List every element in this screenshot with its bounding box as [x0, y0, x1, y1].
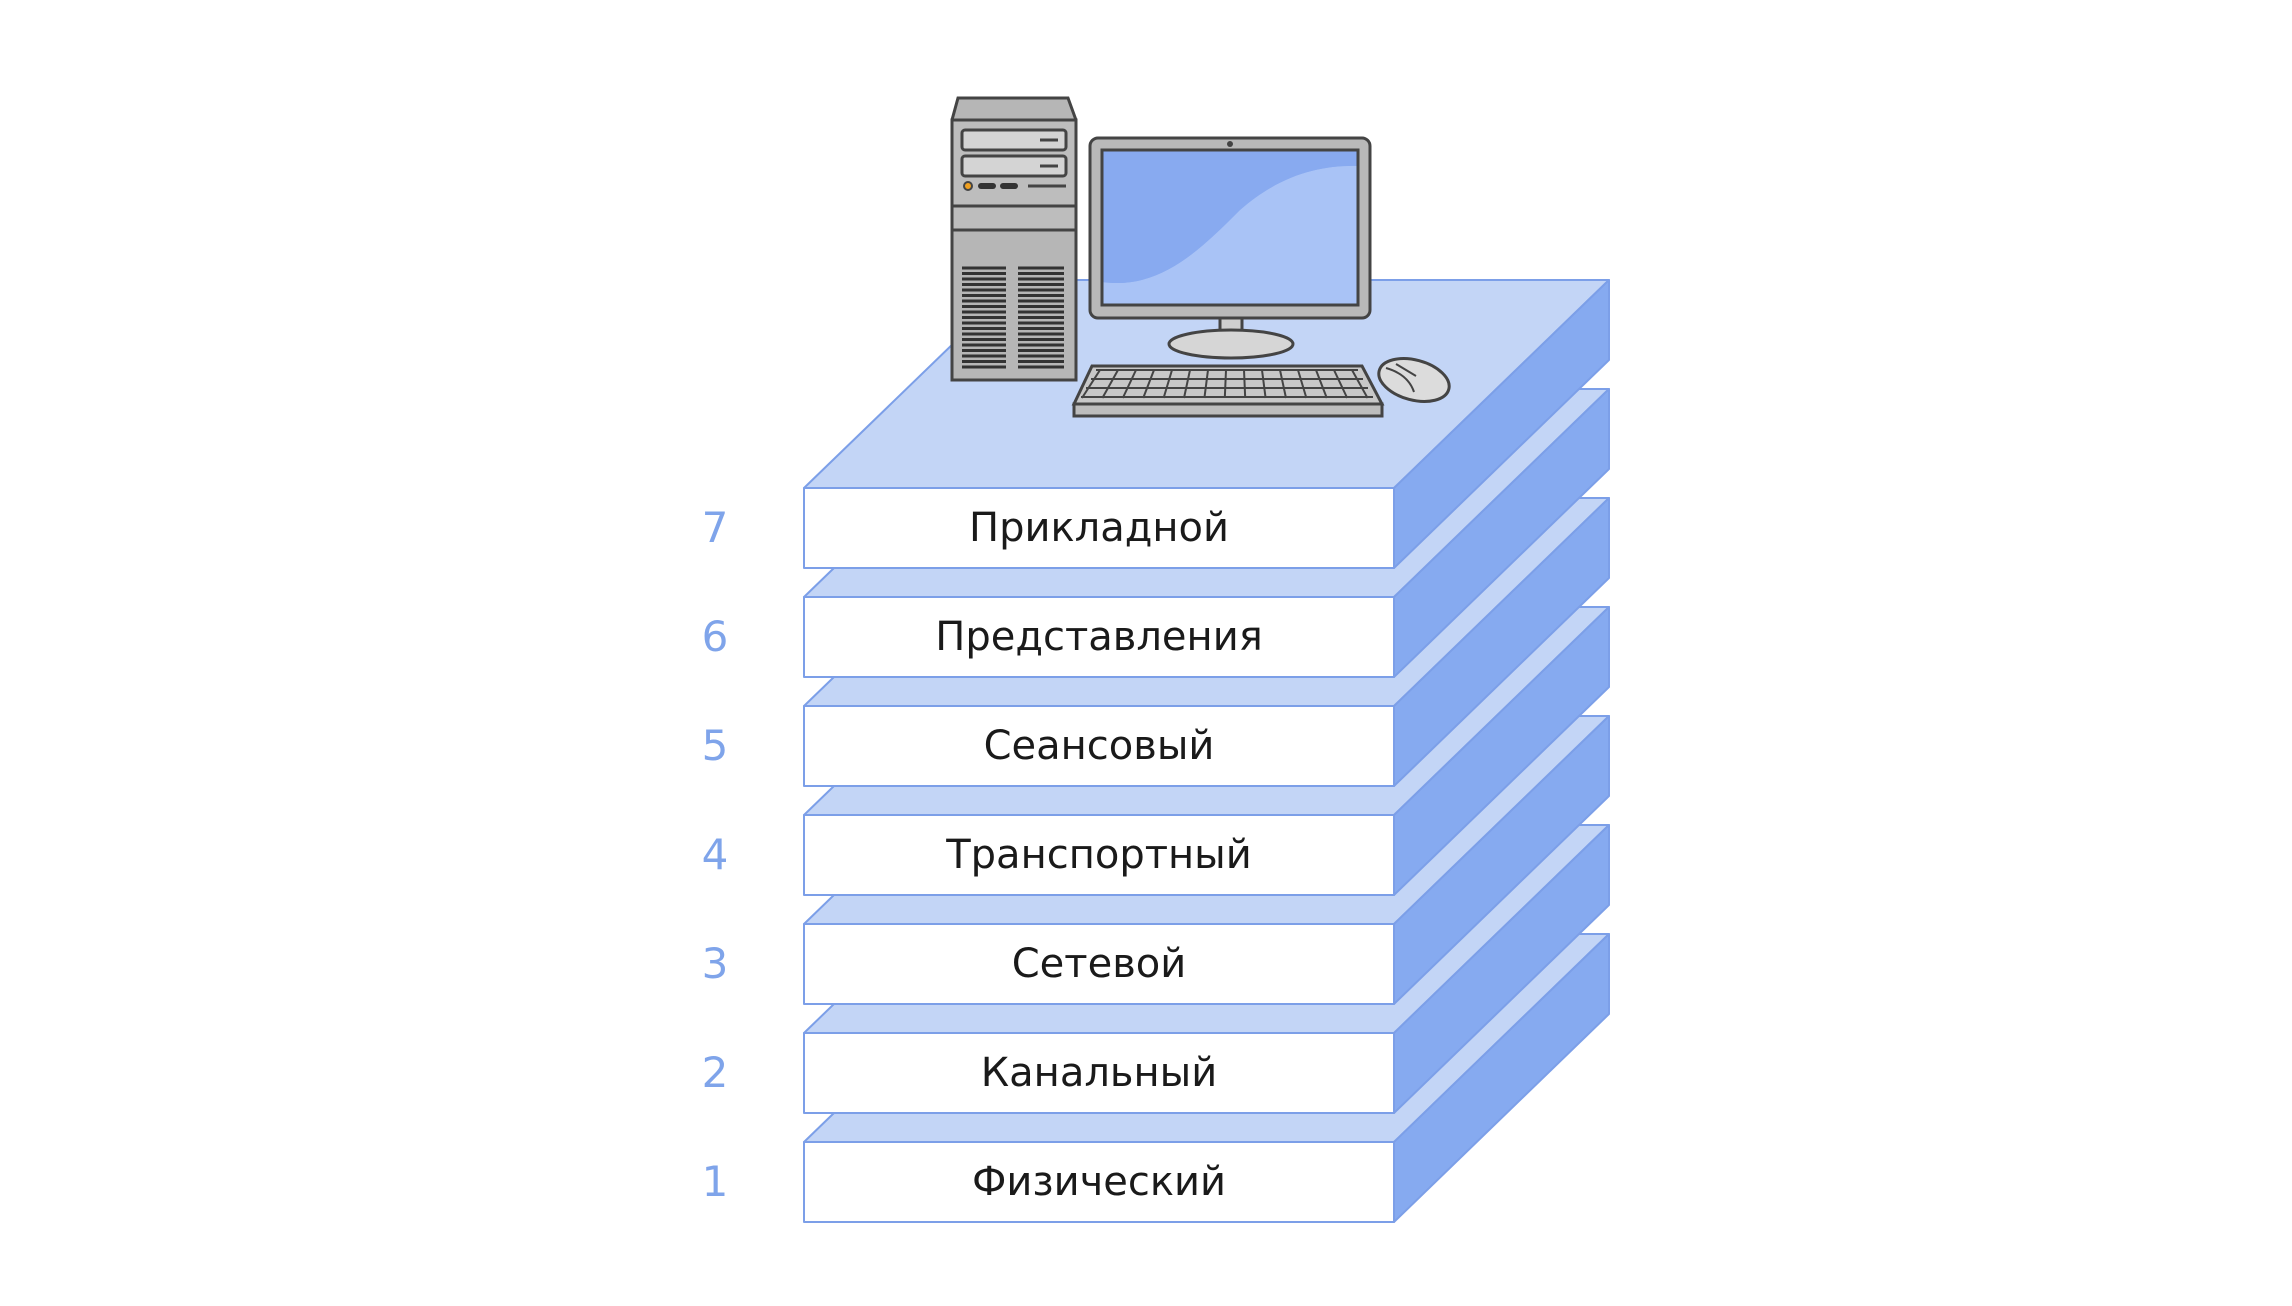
layer-number: 7 — [701, 503, 729, 552]
layer-number: 6 — [701, 612, 729, 661]
layer-number: 3 — [701, 939, 729, 988]
computer-illustration — [950, 96, 1451, 418]
layer-number: 5 — [701, 721, 729, 770]
layer-name: Прикладной — [969, 505, 1229, 551]
layer-name: Сеансовый — [983, 723, 1215, 769]
layer-slabs — [803, 279, 1610, 1223]
layer-name: Представления — [935, 614, 1263, 660]
slab-front-face — [803, 705, 1395, 787]
slab-front-face — [803, 923, 1395, 1005]
keyboard-icon — [1071, 364, 1385, 418]
slab-front-face — [803, 814, 1395, 896]
layer-name: Транспортный — [946, 832, 1252, 878]
layer-number: 2 — [701, 1048, 729, 1097]
layer-name: Канальный — [980, 1050, 1218, 1096]
slab-front-face — [803, 1032, 1395, 1114]
monitor-icon — [1088, 136, 1372, 360]
slab-front-face — [803, 487, 1395, 569]
slab-front-face — [803, 596, 1395, 678]
slab-front-face — [803, 1141, 1395, 1223]
computer-tower-icon — [950, 96, 1078, 382]
layer-name: Сетевой — [1011, 941, 1187, 987]
layer-name: Физический — [971, 1159, 1227, 1205]
mouse-icon — [1377, 357, 1451, 403]
layer-number: 4 — [701, 830, 729, 879]
layer-number: 1 — [701, 1157, 729, 1206]
